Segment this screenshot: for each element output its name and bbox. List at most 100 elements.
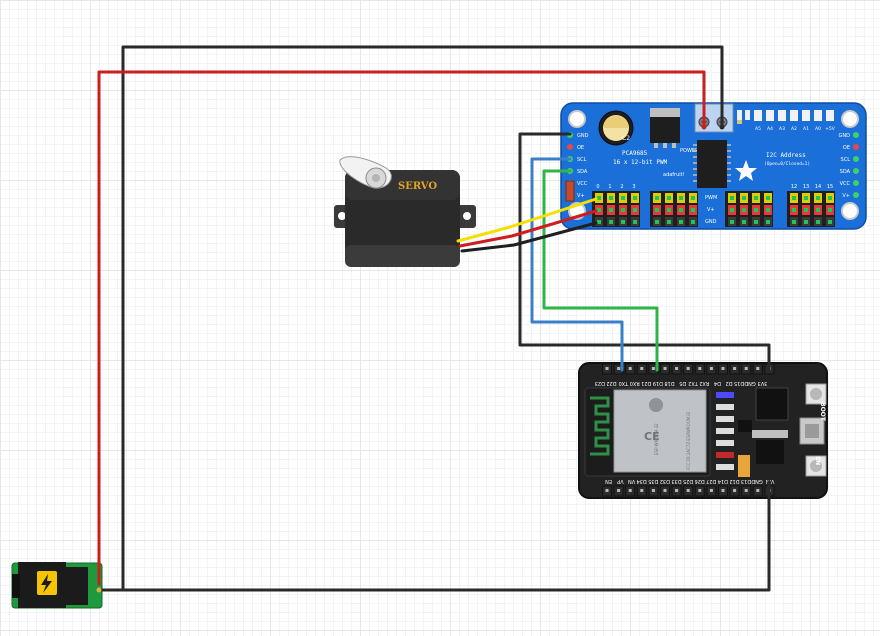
- esp32-top-pin-label: D21: [641, 380, 651, 386]
- mounting-hole: [841, 202, 859, 220]
- board-subtitle: 16 x 12-bit PWM: [613, 159, 668, 166]
- pwm-group-number: 13: [803, 184, 809, 190]
- ce-mark: CE: [644, 430, 660, 443]
- esp32-top-pin-label: RX0: [630, 380, 640, 386]
- esp32-bottom-pin-label: D34: [637, 478, 647, 484]
- sda-wire[interactable]: [542, 169, 659, 372]
- esp-wroom-module: CE ESP-WROOM-32 FCC ID:2AC7Z-ESPWROOM32: [584, 387, 711, 477]
- esp32-bottom-pin-label: D14: [718, 478, 728, 484]
- pca-left-pin-label: VCC: [577, 181, 588, 187]
- address-label: A1: [803, 126, 809, 132]
- esp32-top-pin-label: D22: [606, 380, 616, 386]
- servo-motor[interactable]: SERVO: [334, 156, 476, 267]
- address-label: +5V: [825, 126, 836, 132]
- pca-right-header: [853, 132, 859, 198]
- esp32-bottom-pin-label: D26: [695, 478, 705, 484]
- esp32-bottom-pin-label: EN: [605, 478, 612, 484]
- pca-left-pin-label: SCL: [577, 157, 587, 163]
- row-label-pwm: PWM: [705, 195, 717, 201]
- esp32-top-pin-label: 3V3: [758, 380, 768, 386]
- ground-wire[interactable]: [121, 45, 724, 592]
- esp32-top-pin-label: GND: [744, 380, 756, 386]
- esp32-top-pin-label: RX2: [699, 380, 709, 386]
- row-label-vplus: V+: [707, 207, 715, 213]
- voltage-regulator: [650, 108, 680, 148]
- esp32-bottom-pin-label: D35: [648, 478, 658, 484]
- pca-right-pin-label: V+: [842, 193, 850, 199]
- pwm-group-number: 12: [791, 184, 797, 190]
- pwm-group-number: 0: [596, 184, 599, 190]
- en-button[interactable]: [805, 455, 827, 477]
- esp32-top-pin-label: D23: [595, 380, 605, 386]
- pca-left-pin-label: V+: [577, 193, 585, 199]
- esp32-bottom-pin-label: D32: [660, 478, 670, 484]
- en-label: EN: [814, 456, 821, 465]
- mounting-hole: [841, 110, 859, 128]
- row-label-gnd: GND: [705, 219, 717, 225]
- fcc-id: FCC ID:2AC7Z-ESPWROOM32: [686, 411, 691, 470]
- pca9685-chip: [693, 140, 731, 188]
- servo-label: SERVO: [398, 181, 437, 192]
- esp32-bottom-pin-label: D12: [729, 478, 739, 484]
- usb-port: [799, 417, 825, 445]
- servo-horn: [339, 156, 392, 189]
- address-label: A5: [755, 126, 761, 132]
- pca-right-pin-label: SDA: [840, 169, 851, 175]
- adafruit-logo: [735, 160, 757, 181]
- address-label: A2: [791, 126, 797, 132]
- esp32-top-pin-label: D4: [714, 380, 721, 386]
- boot-label: BOOT: [819, 402, 826, 422]
- pwm-group-number: 2: [620, 184, 623, 190]
- servo-output-headers: [592, 191, 835, 227]
- pwm-group-number: 1: [608, 184, 611, 190]
- dc-barrel-jack[interactable]: [11, 562, 103, 609]
- pca-left-pin-label: SDA: [577, 169, 588, 175]
- power-bolt-icon: [37, 571, 57, 595]
- esp32-top-pin-label: D15: [734, 380, 744, 386]
- esp32-bottom-pin-label: VN: [628, 478, 635, 484]
- pwm-group-number: 14: [815, 184, 821, 190]
- pca-right-pin-label: VCC: [840, 181, 851, 187]
- scl-wire[interactable]: [530, 157, 624, 372]
- esp32-bottom-pin-label: GND: [751, 478, 763, 484]
- address-jumpers: [754, 110, 834, 121]
- ground-wire[interactable]: [518, 132, 771, 372]
- address-label: A0: [815, 126, 821, 132]
- pca-right-pin-label: GND: [839, 133, 851, 139]
- pca-left-pin-label: GND: [577, 133, 589, 139]
- chip-label: PCA9685: [622, 150, 648, 157]
- servo-ground-wire[interactable]: [460, 221, 598, 253]
- esp32-top-pin-label: TX0: [619, 380, 630, 386]
- esp32-top-pin-label: TX2: [688, 380, 699, 386]
- esp32-top-pin-label: D2: [726, 380, 733, 386]
- address-label: A3: [779, 126, 785, 132]
- servo-power-wire[interactable]: [458, 209, 598, 248]
- esp32-board[interactable]: CE ESP-WROOM-32 FCC ID:2AC7Z-ESPWROOM32 …: [578, 362, 828, 499]
- i2c-title: I2C Address: [766, 152, 806, 159]
- power-wire[interactable]: [97, 70, 706, 586]
- esp32-top-pin-label: D19: [653, 380, 663, 386]
- power-label: POWER: [680, 148, 699, 154]
- boot-button[interactable]: [805, 383, 827, 405]
- pca-right-pin-label: OE: [843, 145, 850, 151]
- pca-right-pin-label: SCL: [841, 157, 851, 163]
- cap-label: C2: [622, 135, 630, 142]
- brand-label: adafruit!: [663, 172, 685, 178]
- capacitor: C2: [598, 110, 634, 146]
- pca9685-board[interactable]: GND OE SCL SDA VCC V+ GND OE SCL SDA VCC V+ C2 PCA…: [560, 102, 867, 230]
- esp32-bottom-pin-label: VP: [617, 478, 623, 484]
- mounting-hole: [568, 110, 586, 128]
- pwm-group-number: 15: [827, 184, 833, 190]
- esp32-bottom-pin-label: D13: [741, 478, 751, 484]
- ground-wire[interactable]: [97, 480, 771, 592]
- esp32-bottom-pin-label: D27: [706, 478, 716, 484]
- esp32-bottom-pin-label: D25: [683, 478, 693, 484]
- power-terminal-block: [694, 103, 734, 133]
- pwm-group-number: 3: [632, 184, 635, 190]
- pca-left-pin-label: OE: [577, 145, 584, 151]
- i2c-subtitle: (Open=0/Closed=1): [764, 161, 810, 167]
- esp32-top-pin-label: D5: [679, 380, 686, 386]
- esp32-bottom-pin-label: D33: [671, 478, 681, 484]
- servo-signal-wire[interactable]: [456, 197, 598, 243]
